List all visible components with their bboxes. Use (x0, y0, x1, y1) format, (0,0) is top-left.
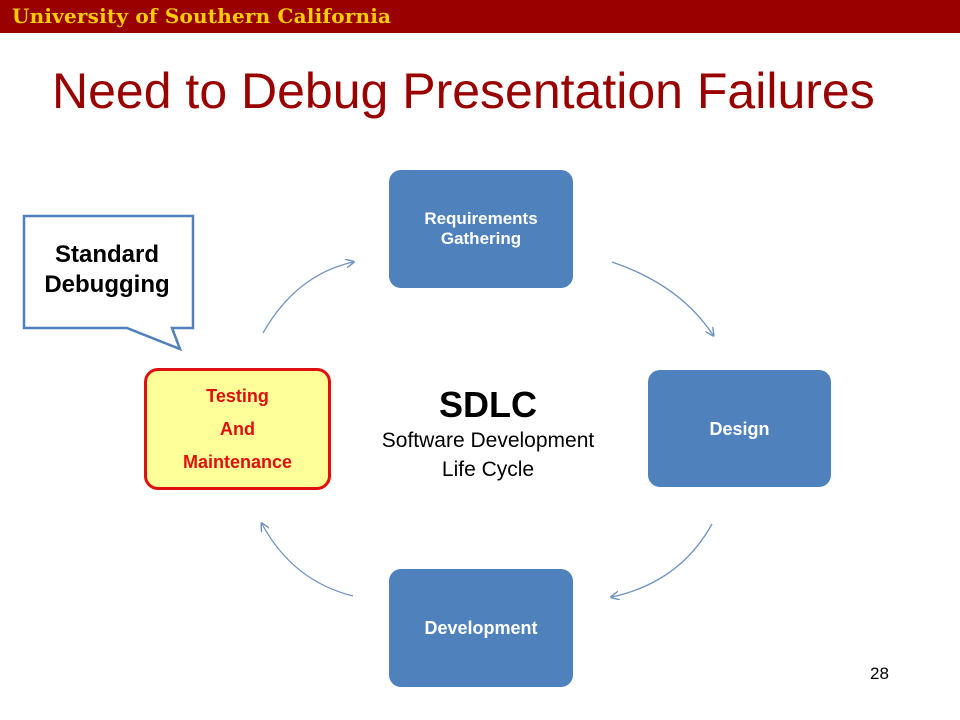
node-design-label: Design (709, 418, 770, 439)
callout-line-2: Debugging (44, 271, 170, 298)
callout-line-1: Standard (54, 241, 159, 268)
sdlc-subtitle-line-2: Life Cycle (441, 458, 535, 481)
node-testing-line-2: And (220, 419, 255, 439)
node-testing-line-3: Maintenance (182, 452, 293, 472)
arrow-development-to-testing (262, 524, 354, 597)
node-development-label: Development (424, 618, 538, 638)
node-requirements-label: Requirements Gathering (424, 209, 538, 248)
node-testing-and-maintenance: Testing And Maintenance (144, 368, 331, 490)
university-header-bar: University of Southern California (0, 0, 960, 33)
sdlc-title: SDLC (439, 384, 537, 425)
page-number: 28 (870, 664, 889, 683)
arrow-testing-to-requirements (262, 262, 353, 334)
callout-standard-debugging: Standard Debugging (24, 240, 190, 300)
arrow-requirements-to-design (611, 261, 713, 335)
university-name: University of Southern California (12, 4, 392, 28)
arrow-design-to-development (612, 523, 713, 597)
node-design: Design (648, 370, 831, 487)
slide-title: Need to Debug Presentation Failures (52, 63, 875, 119)
node-testing-line-1: Testing (206, 386, 269, 406)
node-requirements-gathering: Requirements Gathering (389, 170, 573, 288)
node-development: Development (389, 569, 573, 687)
sdlc-subtitle-line-1: Software Development (381, 429, 595, 452)
